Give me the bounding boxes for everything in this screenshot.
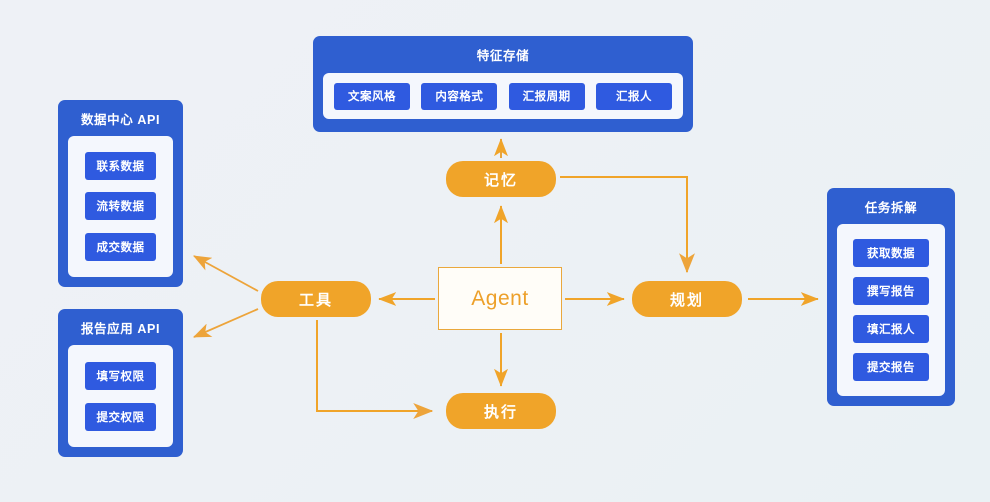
panel-task-breakdown-title: 任务拆解 <box>864 201 918 215</box>
chip-feature-store-2[interactable]: 汇报周期 <box>508 82 585 110</box>
panel-task-breakdown-body: 获取数据 撰写报告 填汇报人 提交报告 <box>837 224 945 396</box>
node-memory[interactable]: 记忆 <box>446 161 556 197</box>
node-agent-label: Agent <box>471 286 529 310</box>
panel-data-center-api[interactable]: 数据中心 API 联系数据 流转数据 成交数据 <box>58 100 183 287</box>
panel-task-breakdown[interactable]: 任务拆解 获取数据 撰写报告 填汇报人 提交报告 <box>827 188 955 406</box>
chip-data-center-2[interactable]: 成交数据 <box>85 232 156 261</box>
chip-data-center-1[interactable]: 流转数据 <box>85 192 156 221</box>
chip-feature-store-3[interactable]: 汇报人 <box>595 82 672 110</box>
chip-task-breakdown-2[interactable]: 填汇报人 <box>853 315 929 343</box>
panel-feature-store[interactable]: 特征存储 文案风格 内容格式 汇报周期 汇报人 <box>313 36 693 132</box>
chip-feature-store-1[interactable]: 内容格式 <box>421 82 498 110</box>
node-execute[interactable]: 执行 <box>446 393 556 429</box>
chip-report-app-1[interactable]: 提交权限 <box>85 402 156 431</box>
connector-memory-plan <box>560 176 695 274</box>
chip-task-breakdown-0[interactable]: 获取数据 <box>853 239 929 267</box>
panel-data-center-api-body: 联系数据 流转数据 成交数据 <box>68 136 173 277</box>
chip-task-breakdown-3[interactable]: 提交报告 <box>853 353 929 381</box>
node-plan[interactable]: 规划 <box>632 281 742 317</box>
panel-feature-store-body: 文案风格 内容格式 汇报周期 汇报人 <box>323 73 683 119</box>
connector-tool-data-center <box>193 255 259 292</box>
panel-data-center-api-title: 数据中心 API <box>80 113 161 127</box>
connector-tool-report-app <box>193 308 259 338</box>
node-agent[interactable]: Agent <box>438 267 562 330</box>
panel-report-app-api-title: 报告应用 API <box>80 322 161 336</box>
panel-report-app-api[interactable]: 报告应用 API 填写权限 提交权限 <box>58 309 183 457</box>
chip-report-app-0[interactable]: 填写权限 <box>85 361 156 390</box>
panel-feature-store-title: 特征存储 <box>476 49 530 63</box>
chip-feature-store-0[interactable]: 文案风格 <box>334 82 410 110</box>
panel-report-app-api-body: 填写权限 提交权限 <box>68 345 173 447</box>
connector-tool-execute <box>316 320 434 419</box>
node-tool[interactable]: 工具 <box>261 281 371 317</box>
chip-data-center-0[interactable]: 联系数据 <box>85 152 156 181</box>
chip-task-breakdown-1[interactable]: 撰写报告 <box>853 277 929 305</box>
